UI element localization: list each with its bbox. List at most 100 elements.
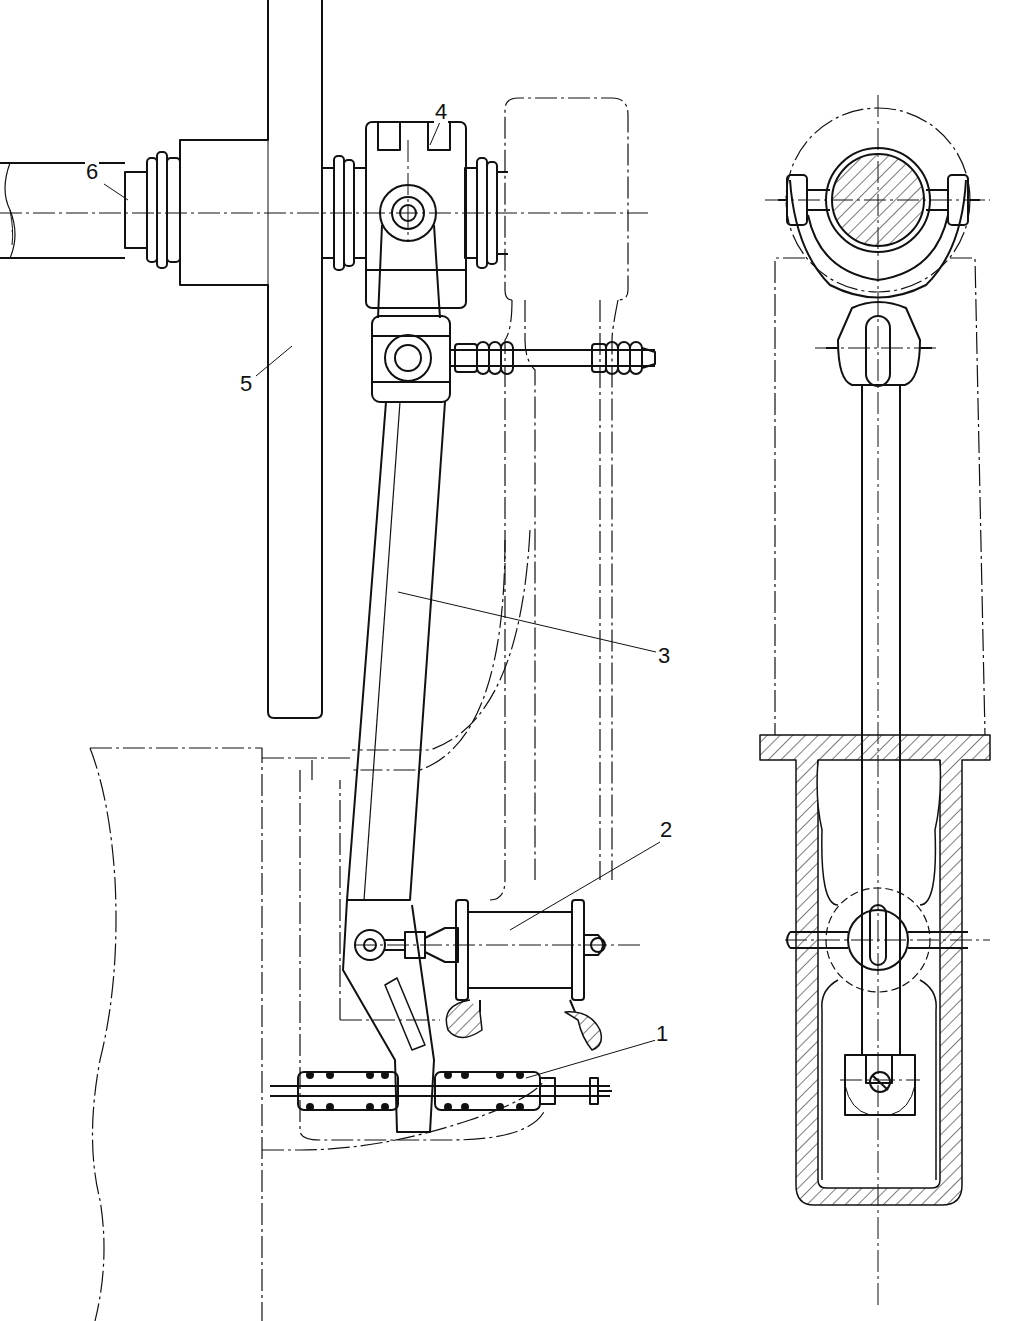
adjusting-rod — [477, 342, 489, 374]
adjusting-rod — [501, 342, 513, 374]
side-view — [826, 148, 930, 252]
lever — [355, 930, 385, 960]
spring-assembly — [598, 1090, 612, 1092]
adjusting-rod — [455, 344, 477, 372]
housing-column — [352, 530, 530, 750]
connecting-rod — [400, 205, 416, 221]
side-view — [948, 175, 968, 225]
connecting-rod — [395, 345, 421, 371]
spring-assembly — [435, 1072, 540, 1110]
spring-assembly — [516, 1103, 524, 1111]
spring-assembly — [270, 1071, 612, 1111]
spring-assembly — [461, 1071, 469, 1079]
adjusting-rod — [450, 350, 655, 366]
cylinder — [456, 900, 468, 1000]
callout-number: 5 — [239, 373, 253, 395]
callout-number: 6 — [85, 161, 99, 183]
connecting-rod — [347, 185, 450, 900]
cylinder — [591, 938, 605, 952]
side-view — [760, 108, 990, 1205]
side-view — [826, 888, 930, 992]
shaft — [497, 171, 508, 173]
callout-number: 1 — [655, 1023, 669, 1045]
housing-column — [525, 300, 535, 880]
housing-column — [352, 540, 505, 770]
frame-plate — [180, 0, 322, 718]
side-view — [870, 1072, 890, 1092]
spring-assembly — [444, 1071, 452, 1079]
connecting-rod — [378, 225, 440, 318]
spring-assembly — [461, 1103, 469, 1111]
center-line — [352, 945, 640, 946]
shaft — [10, 210, 13, 245]
connecting-rod — [380, 185, 436, 241]
leader-line — [510, 842, 660, 930]
side-view — [775, 258, 985, 735]
shaft — [497, 253, 508, 255]
leader-line — [526, 1040, 656, 1078]
eccentric-block — [378, 122, 400, 150]
side-view — [848, 910, 908, 970]
shaft — [5, 163, 15, 258]
adjusting-rod — [450, 342, 655, 374]
callout-number: 4 — [434, 101, 448, 123]
cylinder — [468, 912, 572, 988]
side-view — [845, 1085, 915, 1115]
adjusting-rod — [489, 342, 501, 374]
spring-assembly — [326, 1103, 334, 1111]
side-view — [870, 905, 886, 965]
spring-assembly — [540, 1078, 555, 1104]
spring-assembly — [366, 1071, 374, 1079]
cylinder — [385, 900, 605, 1050]
shaft — [322, 168, 334, 258]
connecting-rod — [392, 197, 424, 229]
spring-assembly — [306, 1071, 314, 1079]
shaft — [344, 160, 354, 266]
eccentric-block — [366, 122, 466, 308]
center-line — [0, 213, 648, 214]
spring-assembly — [306, 1071, 524, 1111]
adjusting-rod — [592, 344, 606, 372]
spring-assembly — [590, 1078, 598, 1104]
connecting-rod — [347, 402, 445, 900]
side-view — [838, 302, 920, 385]
shaft — [354, 168, 366, 258]
center-line — [408, 140, 409, 240]
side-view — [778, 199, 980, 201]
spring-assembly — [496, 1071, 504, 1079]
spring-assembly — [516, 1071, 524, 1079]
base-housing — [90, 748, 116, 1321]
cylinder — [446, 1000, 482, 1038]
side-view — [787, 932, 790, 948]
frame-plate — [180, 0, 322, 718]
shaft — [487, 162, 497, 264]
housing-column — [490, 300, 618, 900]
cylinder — [425, 928, 458, 962]
spring-assembly — [326, 1071, 334, 1079]
housing-column — [505, 98, 628, 300]
lever — [343, 900, 434, 1132]
eccentric-block — [366, 122, 466, 308]
center-line — [815, 348, 940, 349]
leader-line — [104, 122, 660, 1078]
spring-assembly — [381, 1071, 389, 1079]
cylinder — [572, 900, 584, 1000]
shaft — [0, 152, 508, 270]
center-line — [878, 95, 879, 1305]
connecting-rod — [372, 381, 450, 383]
shaft — [334, 156, 344, 270]
connecting-rod — [372, 335, 450, 337]
frame-plate — [268, 140, 269, 285]
connecting-rod — [364, 402, 400, 900]
leader-line — [256, 346, 292, 376]
side-view — [845, 1055, 915, 1115]
adjusting-rod — [630, 342, 642, 374]
spring-assembly — [381, 1103, 389, 1111]
center-line — [0, 95, 990, 1305]
connecting-rod — [372, 316, 450, 402]
cylinder — [570, 1000, 575, 1012]
cylinder — [385, 940, 405, 950]
base-housing — [90, 748, 545, 1321]
side-view — [817, 760, 940, 905]
side-view — [862, 385, 900, 1055]
